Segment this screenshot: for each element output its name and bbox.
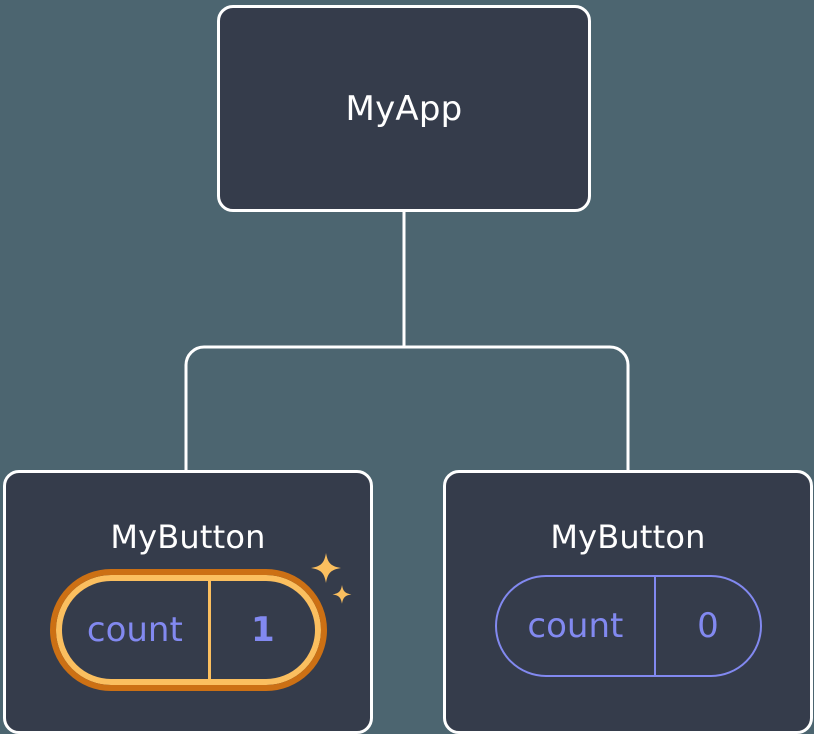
state-pill-wrap-left: count 1 [49, 553, 351, 691]
node-mybutton-left-title: MyButton [110, 518, 266, 556]
sparkle-small-icon [332, 585, 351, 604]
state-value-left: 1 [251, 610, 275, 650]
node-myapp-title: MyApp [345, 88, 463, 129]
state-pill-wrap-right: count 0 [494, 575, 762, 677]
node-mybutton-left[interactable]: MyButton count 1 [3, 470, 373, 734]
state-key-right: count [497, 577, 657, 675]
state-pill-highlighted[interactable]: count 1 [49, 569, 327, 691]
state-key-left: count [62, 581, 212, 679]
connector-branch-bar [184, 345, 630, 470]
node-myapp[interactable]: MyApp [217, 5, 591, 212]
node-mybutton-right-title: MyButton [550, 518, 706, 556]
node-mybutton-right[interactable]: MyButton count 0 [443, 470, 813, 734]
state-value-right: 0 [697, 606, 719, 646]
sparkle-large-icon [310, 553, 341, 583]
state-pill-plain[interactable]: count 0 [494, 575, 762, 677]
